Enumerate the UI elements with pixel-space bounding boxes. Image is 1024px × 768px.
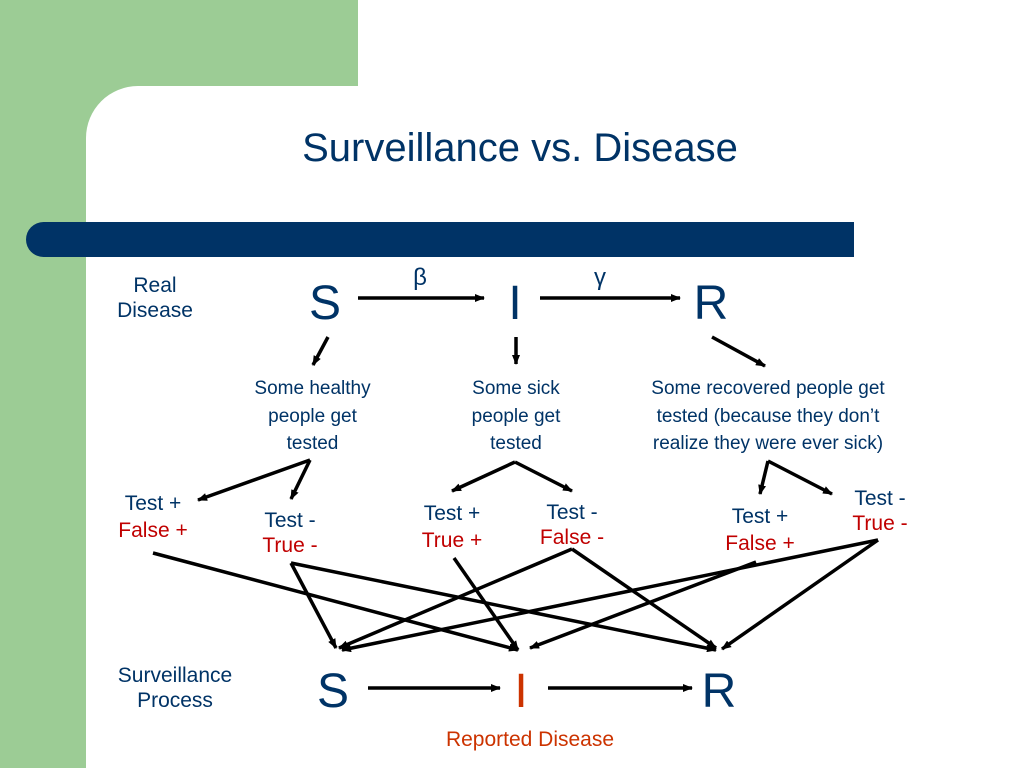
slide-title: Surveillance vs. Disease xyxy=(302,126,738,170)
recovered-tested-text: Some recovered people get tested (becaus… xyxy=(608,375,928,458)
bottom-node-i: I xyxy=(514,665,528,718)
arrow-s-to-healthy xyxy=(311,336,330,366)
bottom-node-r: R xyxy=(701,665,737,718)
arrow-recovered-to-neg xyxy=(767,459,833,496)
sick-line1: Some sick xyxy=(472,378,560,399)
arrow-recovered-trueneg-to-r xyxy=(720,538,880,651)
healthy-line2: people get xyxy=(268,405,357,427)
outcome-result-label: True - xyxy=(262,534,318,558)
outcome-result-label: False - xyxy=(539,526,605,550)
arrow-healthy-to-pos xyxy=(197,458,311,502)
arrow-healthy-to-neg xyxy=(289,459,312,500)
real-disease-line2: Disease xyxy=(117,299,193,323)
surveillance-process-label: Surveillance Process xyxy=(95,663,255,713)
arrow-falseneg-to-r xyxy=(571,547,717,650)
sick-tested-text: Some sick people get tested xyxy=(440,375,592,458)
content-panel xyxy=(86,86,1024,768)
outcome-test-label: Test - xyxy=(854,487,906,510)
arrow-r-to-recovered xyxy=(711,335,766,368)
outcome-result-label: True - xyxy=(852,512,908,536)
arrow-sick-to-neg xyxy=(514,460,573,493)
outcome-result-label: False + xyxy=(118,519,188,543)
top-node-i: I xyxy=(508,277,522,330)
outcome-test-label: Test + xyxy=(423,502,481,525)
surveillance-line2: Process xyxy=(137,689,213,713)
sick-line3: tested xyxy=(490,433,542,455)
outcome-result-label: False + xyxy=(725,532,795,556)
arrow-sick-to-pos xyxy=(451,460,516,493)
content-panel-top xyxy=(358,0,1024,86)
title-underline-bar xyxy=(26,222,854,257)
recovered-line2: tested (because they don’t xyxy=(656,405,880,427)
surveillance-line1: Surveillance xyxy=(117,664,233,687)
sick-line2: people get xyxy=(471,405,561,427)
outcome-test-label: Test - xyxy=(546,501,598,524)
real-disease-label: Real Disease xyxy=(95,273,215,323)
arrow-trueneg-to-s xyxy=(289,562,338,649)
outcome-result-label: True + xyxy=(421,529,483,553)
beta-rate: β xyxy=(413,264,427,291)
arrow-falsepos-to-i xyxy=(152,551,519,652)
outcome-healthy-negative: Test - True - xyxy=(240,508,340,558)
outcome-recovered-positive: Test + False + xyxy=(710,503,810,558)
recovered-line3: realize they were ever sick) xyxy=(652,433,884,455)
arrow-trueneg-to-r xyxy=(290,561,717,653)
outcome-sick-positive: Test + True + xyxy=(402,500,502,555)
arrow-recovered-trueneg-to-s xyxy=(341,538,879,653)
arrow-recovered-to-pos xyxy=(758,460,770,495)
arrow-recovered-falsepos-to-i xyxy=(529,560,757,650)
outcome-test-label: Test - xyxy=(264,509,316,532)
recovered-line1: Some recovered people get xyxy=(651,378,885,399)
outcome-healthy-positive: Test + False + xyxy=(103,490,203,545)
top-node-s: S xyxy=(308,277,341,330)
healthy-line1: Some healthy xyxy=(254,378,371,399)
healthy-line3: tested xyxy=(286,433,339,455)
bottom-node-s: S xyxy=(316,665,349,718)
outcome-recovered-negative: Test - True - xyxy=(830,486,930,536)
gamma-rate: γ xyxy=(594,264,606,291)
outcome-sick-negative: Test - False - xyxy=(522,500,622,550)
arrow-falseneg-to-s xyxy=(338,547,573,650)
arrow-truepos-to-i xyxy=(452,557,520,651)
real-disease-line1: Real xyxy=(133,274,177,297)
top-node-r: R xyxy=(693,277,729,330)
healthy-tested-text: Some healthy people get tested xyxy=(225,375,400,458)
reported-disease-label: Reported Disease xyxy=(445,728,615,751)
outcome-test-label: Test + xyxy=(731,505,789,528)
outcome-test-label: Test + xyxy=(124,492,182,515)
